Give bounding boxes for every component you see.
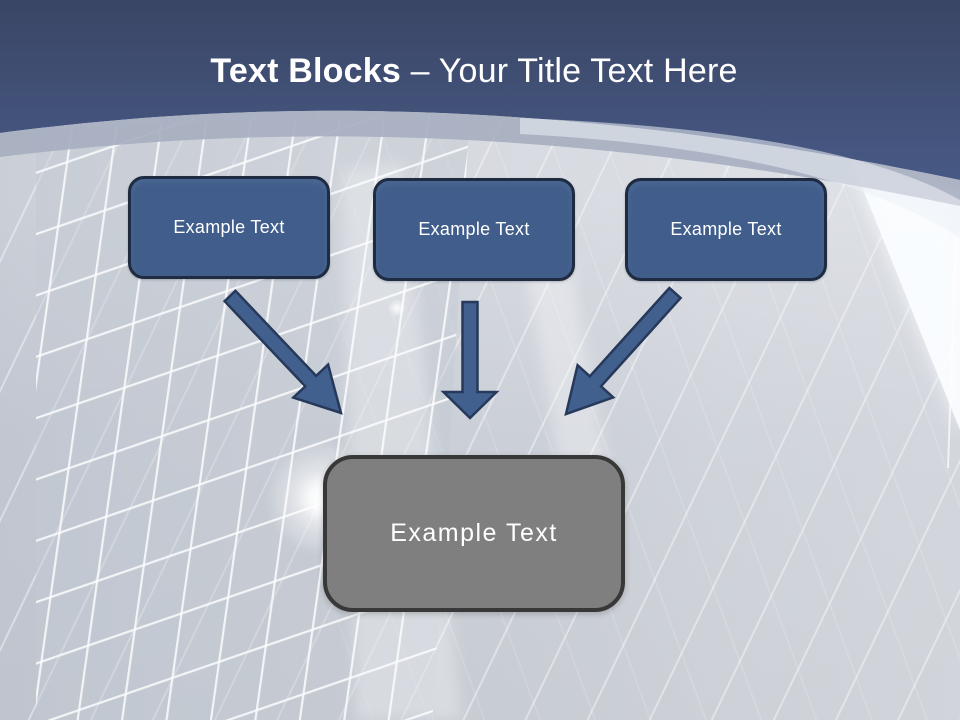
slide-title: Text Blocks – Your Title Text Here (0, 52, 954, 91)
text-block-3[interactable]: Example Text (625, 178, 827, 281)
title-bold: Text Blocks (210, 52, 401, 90)
text-block-1-label: Example Text (173, 217, 285, 237)
text-block-2-label: Example Text (418, 219, 530, 239)
text-block-2[interactable]: Example Text (373, 178, 575, 281)
title-regular: – Your Title Text Here (410, 52, 738, 90)
text-block-3-label: Example Text (670, 219, 782, 239)
left-arrow-shape[interactable] (222, 289, 343, 415)
right-arrow-shape[interactable] (564, 286, 683, 416)
result-block[interactable]: Example Text (323, 455, 625, 612)
middle-arrow-shape[interactable] (440, 300, 500, 420)
text-block-1[interactable]: Example Text (128, 176, 330, 279)
result-block-label: Example Text (390, 519, 558, 547)
